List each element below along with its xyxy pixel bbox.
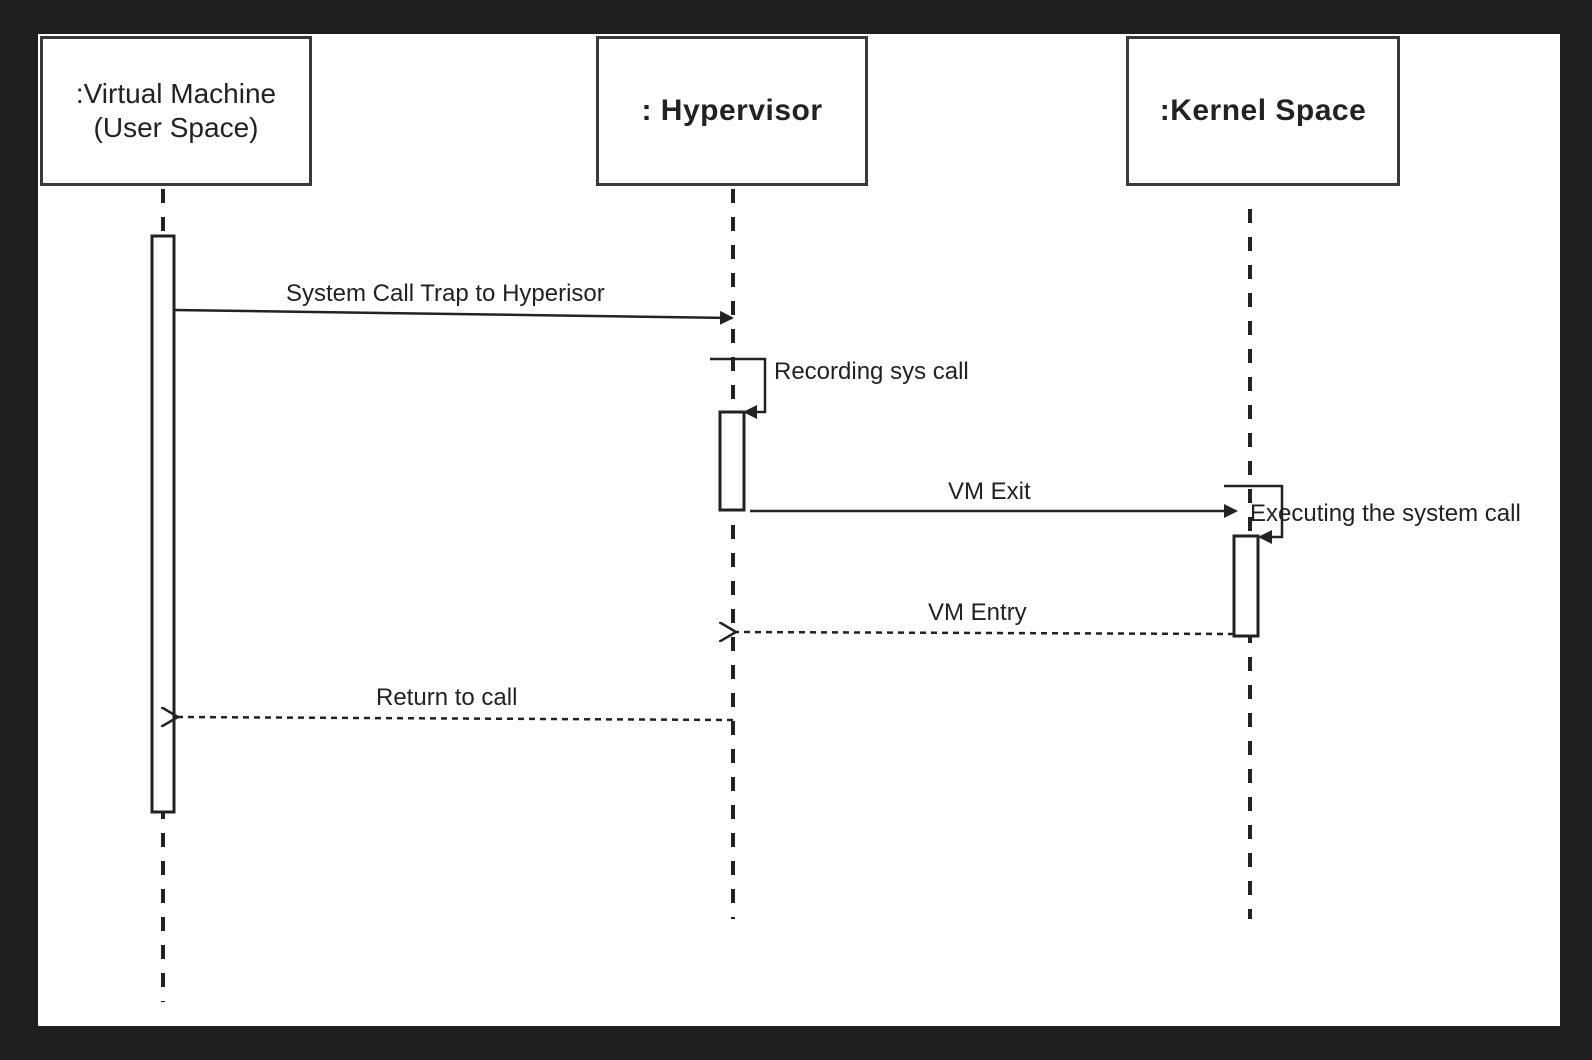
message-record-arrow [710,357,767,419]
participant-hypervisor-label: : Hypervisor [641,94,823,127]
message-execute-arrow [1224,484,1284,544]
participant-virtual-machine[interactable]: :Virtual Machine (User Space) [40,36,312,186]
participant-kernel-space[interactable]: :Kernel Space [1126,36,1400,186]
message-vm-entry-label: VM Entry [928,599,1027,626]
message-vm-entry-arrow [736,632,1235,634]
participant-kernel-label: :Kernel Space [1159,94,1367,127]
message-trap-arrow [173,308,734,325]
message-record-label: Recording sys call [774,358,969,385]
sequence-diagram: System Call Trap to Hyperisor Recording … [150,189,1521,1002]
participant-hypervisor[interactable]: : Hypervisor [596,36,868,186]
activation-hypervisor [718,410,746,512]
activation-kernel [1232,534,1260,638]
message-return-label: Return to call [376,684,517,711]
activation-vm [150,234,176,814]
message-vm-exit-label: VM Exit [948,478,1031,505]
participant-vm-line2: (User Space) [93,112,259,143]
message-execute-label: Executing the system call [1250,500,1521,527]
message-trap-label: System Call Trap to Hyperisor [286,280,605,307]
message-return-arrow [178,717,734,720]
diagram-canvas: :Virtual Machine (User Space) : Hypervis… [38,34,1560,1026]
participant-vm-line1: :Virtual Machine [75,78,277,109]
